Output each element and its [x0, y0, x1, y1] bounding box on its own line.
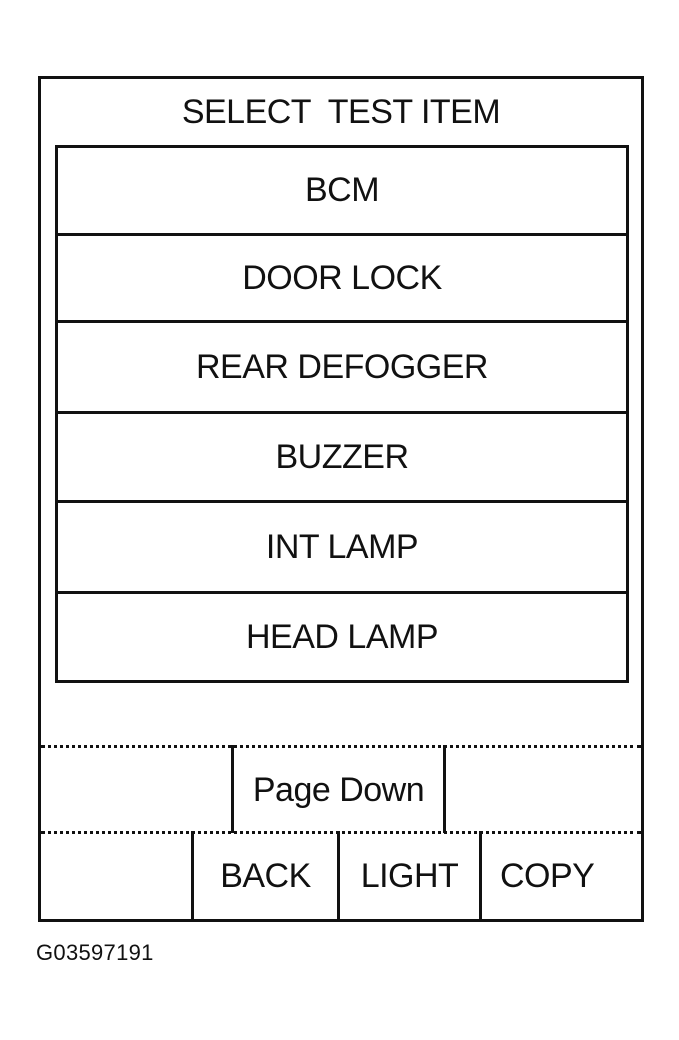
- softkey-divider: [479, 831, 482, 919]
- test-item-rear-defogger[interactable]: REAR DEFOGGER: [196, 347, 488, 386]
- softkey-divider: [337, 831, 340, 919]
- softkey-row-divider: [41, 831, 641, 834]
- test-item-int-lamp[interactable]: INT LAMP: [265, 527, 419, 566]
- light-button[interactable]: LIGHT: [360, 857, 459, 895]
- figure-id: G03597191: [36, 940, 154, 965]
- scan-tool-screen: SELECT TEST ITEM BCM DOOR LOCK REAR DEFO…: [38, 76, 644, 922]
- test-item-bcm[interactable]: BCM: [304, 171, 380, 209]
- test-item-list: BCM DOOR LOCK REAR DEFOGGER BUZZER INT L…: [55, 145, 629, 683]
- softkey-divider: [231, 745, 234, 833]
- test-item-head-lamp[interactable]: HEAD LAMP: [246, 617, 439, 656]
- item-divider: [58, 591, 626, 594]
- back-button[interactable]: BACK: [220, 857, 311, 895]
- blank-softkey[interactable]: [41, 834, 191, 919]
- screen-title: SELECT TEST ITEM: [181, 93, 501, 131]
- page-down-button[interactable]: Page Down: [252, 771, 425, 809]
- item-divider: [58, 320, 626, 323]
- item-divider: [58, 411, 626, 414]
- softkey-divider: [443, 745, 446, 833]
- test-item-door-lock[interactable]: DOOR LOCK: [242, 258, 442, 297]
- test-item-buzzer[interactable]: BUZZER: [275, 437, 410, 476]
- softkey-divider: [191, 831, 194, 919]
- softkey-row-divider: [41, 745, 641, 748]
- item-divider: [58, 500, 626, 503]
- copy-button[interactable]: COPY: [500, 857, 595, 895]
- item-divider: [58, 233, 626, 236]
